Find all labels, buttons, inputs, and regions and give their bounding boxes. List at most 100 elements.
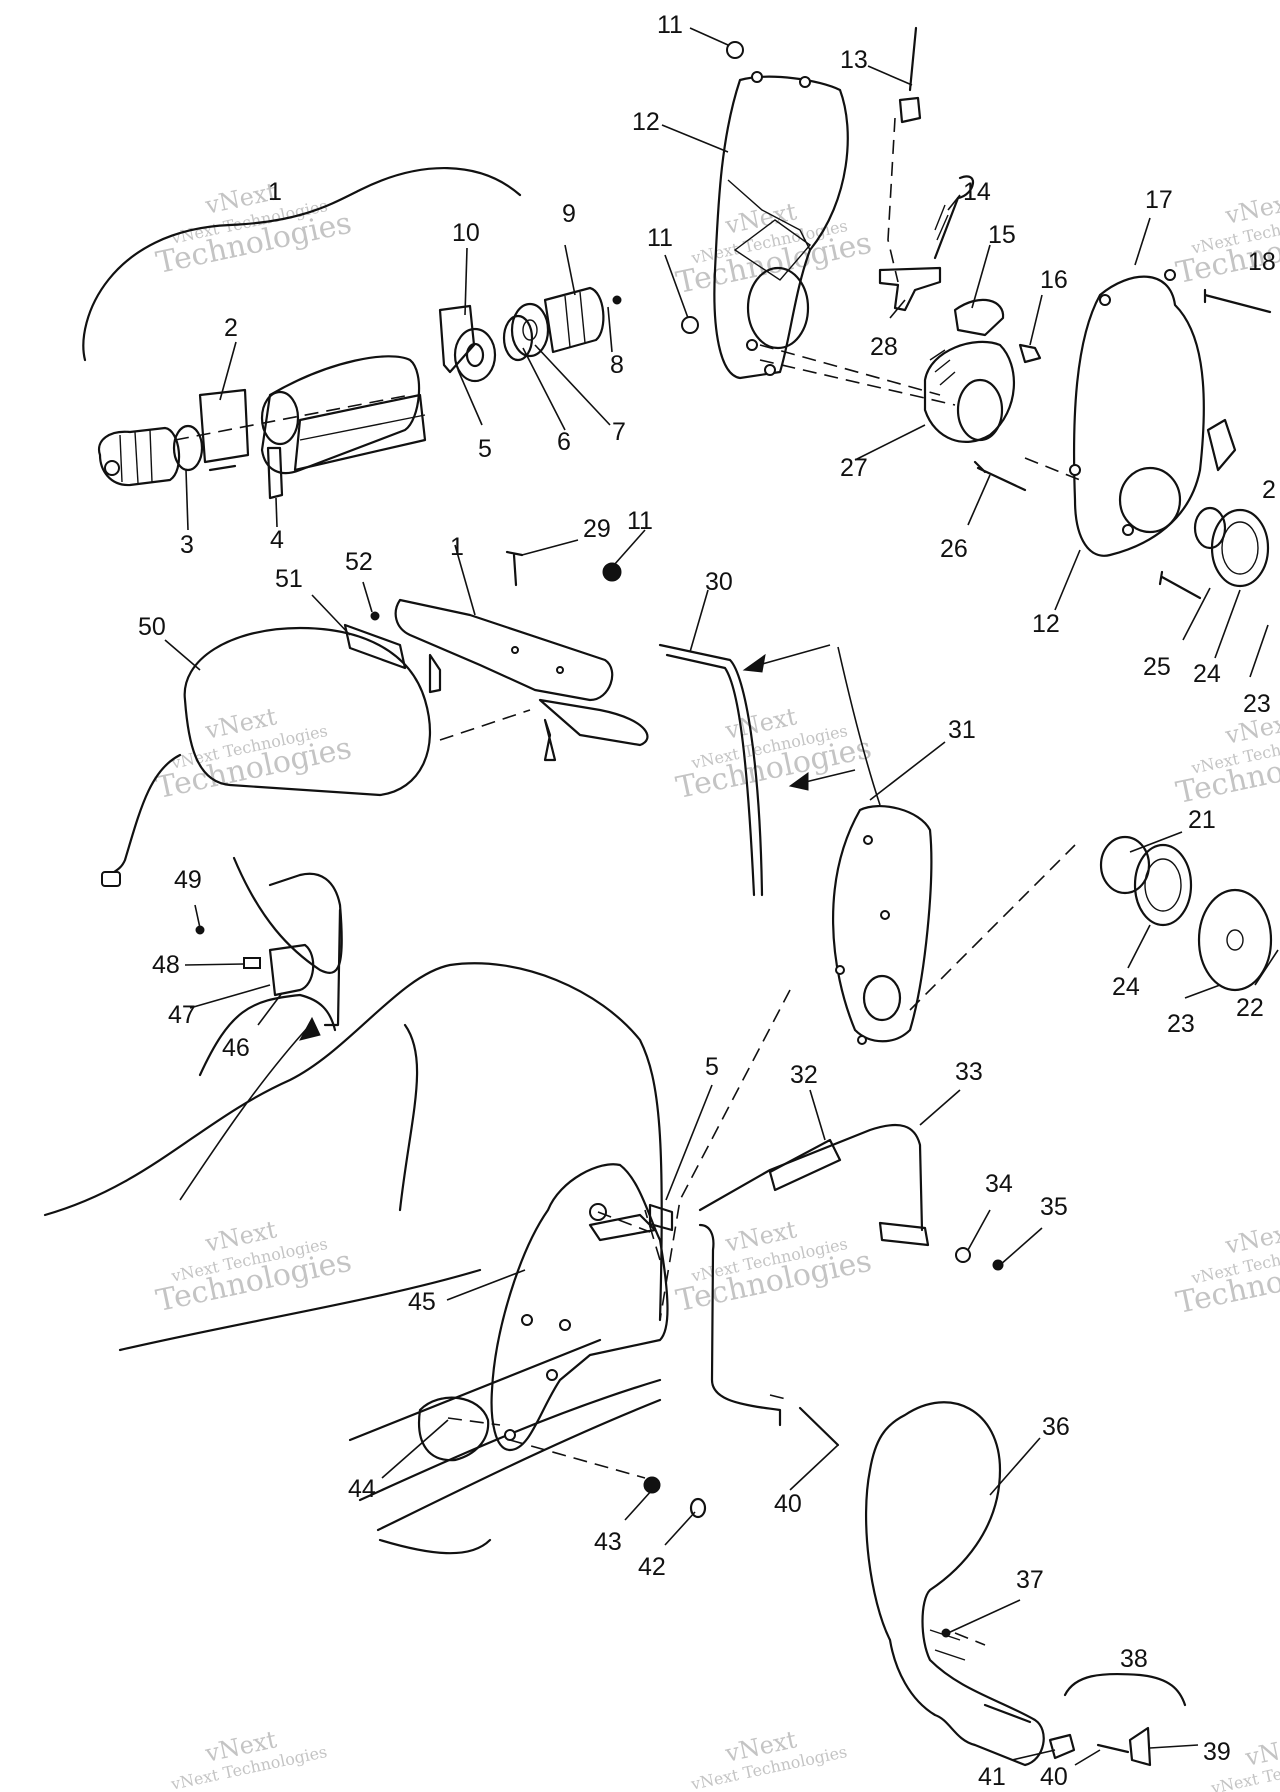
heater-housing bbox=[260, 355, 421, 475]
watermark: vNext vNext Technologies Technologies bbox=[673, 1215, 874, 1319]
rewind-cover-17 bbox=[1069, 269, 1237, 557]
callout-label: 8 bbox=[610, 351, 624, 379]
cable-13 bbox=[898, 26, 922, 124]
callout-label: 25 bbox=[1143, 653, 1171, 681]
bolt-18 bbox=[1203, 288, 1272, 314]
callout-label: 42 bbox=[638, 1553, 666, 1581]
watermark: vNext vNext Technologies Technologies bbox=[673, 197, 874, 301]
callout-label: 11 bbox=[657, 11, 683, 39]
callout-labels: 11 13 12 14 17 1 15 18 9 10 11 16 2 8 28… bbox=[138, 11, 1276, 1791]
callout-label: 52 bbox=[345, 548, 373, 576]
callout-label: 7 bbox=[612, 418, 626, 446]
throttle-lever-30 bbox=[658, 643, 764, 897]
screw-37 bbox=[941, 1628, 951, 1638]
callout-label: 38 bbox=[1120, 1645, 1148, 1673]
left-grip bbox=[97, 426, 181, 487]
callout-label: 2 bbox=[1262, 476, 1276, 504]
grip-heater-pad-50 bbox=[101, 626, 432, 887]
watermark: vNext vNext Technologies Technologies bbox=[153, 1215, 354, 1319]
assembly-lines bbox=[174, 117, 1081, 1646]
pin-16 bbox=[1018, 343, 1042, 364]
screw-35 bbox=[992, 1259, 1004, 1271]
hook-46 bbox=[179, 856, 343, 1201]
watermark: vNext vNext Technologies bbox=[168, 1725, 328, 1792]
callout-label: 11 bbox=[647, 224, 673, 252]
callout-label: 24 bbox=[1193, 660, 1221, 688]
hand-guard-36 bbox=[864, 1401, 1045, 1767]
callout-label: 29 bbox=[583, 515, 611, 543]
callout-label: 24 bbox=[1112, 973, 1140, 1001]
callout-label: 4 bbox=[270, 526, 284, 554]
callout-label: 12 bbox=[1032, 610, 1060, 638]
callout-label: 1 bbox=[450, 533, 464, 561]
heater-grip-assembly bbox=[97, 286, 622, 500]
callout-label: 5 bbox=[705, 1053, 719, 1081]
assembly-38-brace bbox=[1063, 1672, 1187, 1707]
callout-label: 35 bbox=[1040, 1193, 1068, 1221]
washer-2-right bbox=[1193, 506, 1227, 550]
callout-label: 40 bbox=[774, 1490, 802, 1518]
callout-label: 23 bbox=[1167, 1010, 1195, 1038]
callout-label: 21 bbox=[1188, 806, 1216, 834]
callout-label: 39 bbox=[1203, 1738, 1231, 1766]
callout-label: 43 bbox=[594, 1528, 622, 1556]
pawl-15 bbox=[953, 298, 1005, 337]
handlebar-1 bbox=[394, 598, 649, 762]
callout-label: 15 bbox=[988, 221, 1016, 249]
throttle-housing-31 bbox=[832, 805, 933, 1045]
bolt-26 bbox=[973, 460, 1027, 492]
spring-24a bbox=[1210, 508, 1270, 588]
callout-label: 12 bbox=[632, 108, 660, 136]
lever-28 bbox=[878, 266, 942, 312]
washer-21 bbox=[1099, 835, 1151, 895]
callout-label: 26 bbox=[940, 535, 968, 563]
callout-label: 37 bbox=[1016, 1566, 1044, 1594]
tab-4 bbox=[266, 446, 284, 500]
screw-40a bbox=[798, 1406, 840, 1447]
callout-label: 51 bbox=[275, 565, 303, 593]
watermark: vNext vNext Technologies bbox=[688, 1725, 848, 1792]
washer-3 bbox=[172, 424, 204, 472]
screw-40b bbox=[1096, 1743, 1130, 1754]
wing-nut-39 bbox=[1128, 1726, 1152, 1767]
callout-label: 6 bbox=[557, 428, 571, 456]
watermark: vNext vNext Technologies Technologies bbox=[153, 702, 354, 806]
nut-11b bbox=[681, 316, 699, 334]
callout-label: 16 bbox=[1040, 266, 1068, 294]
washer-42 bbox=[689, 1497, 707, 1519]
callout-label: 28 bbox=[870, 333, 898, 361]
callout-label: 23 bbox=[1243, 690, 1271, 718]
callout-label: 18 bbox=[1248, 248, 1276, 276]
washer-34 bbox=[955, 1247, 971, 1263]
pulley-23b bbox=[1197, 888, 1273, 992]
handle-bar-32 bbox=[698, 1123, 930, 1427]
bolt-25 bbox=[1158, 570, 1202, 600]
callout-label: 13 bbox=[840, 46, 868, 74]
callout-label: 49 bbox=[174, 866, 202, 894]
callout-label: 50 bbox=[138, 613, 166, 641]
callout-label: 44 bbox=[348, 1475, 376, 1503]
watermark: vNext vNext Technologies Technologies bbox=[1173, 1217, 1280, 1321]
callout-label: 32 bbox=[790, 1061, 818, 1089]
callout-label: 47 bbox=[168, 1001, 196, 1029]
watermark-group: vNext vNext Technologies Technologies vN… bbox=[153, 177, 1280, 1792]
callout-label: 3 bbox=[180, 531, 194, 559]
callout-label: 46 bbox=[222, 1034, 250, 1062]
callout-label: 11 bbox=[627, 507, 653, 535]
washer-6 bbox=[502, 314, 534, 362]
callout-label: 10 bbox=[452, 219, 480, 247]
callout-label: 30 bbox=[705, 568, 733, 596]
callout-label: 27 bbox=[840, 454, 868, 482]
callout-label: 41 bbox=[978, 1763, 1006, 1791]
knob-44 bbox=[417, 1396, 490, 1462]
watermark: vNext vNext Technologies Technologies bbox=[153, 177, 354, 281]
nut-11c bbox=[602, 562, 622, 582]
bearing-7 bbox=[510, 302, 550, 358]
watermark: vNext vNext Technologies Technologies bbox=[673, 702, 874, 806]
seat-outline bbox=[43, 962, 663, 1555]
callout-label: 22 bbox=[1236, 994, 1264, 1022]
callout-label: 2 bbox=[224, 314, 238, 342]
pulley-27 bbox=[923, 340, 1016, 443]
bracket-2 bbox=[198, 388, 250, 472]
